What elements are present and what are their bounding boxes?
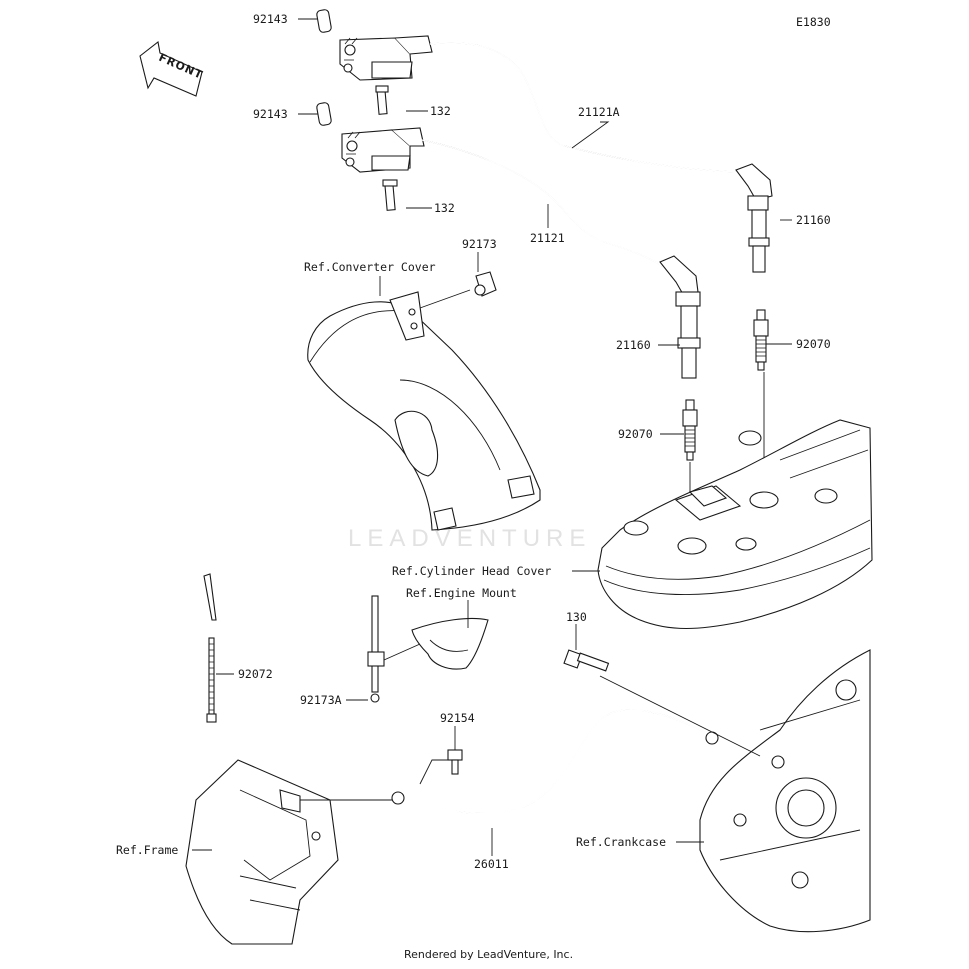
callout-92143-lower: 92143 — [253, 107, 288, 121]
cylinder-head-cover — [597, 419, 873, 629]
callout-92154: 92154 — [440, 711, 475, 725]
spark-plug-right — [753, 309, 769, 371]
callout-21121A: 21121A — [578, 105, 620, 119]
crankcase — [699, 649, 871, 933]
callout-21160-left: 21160 — [616, 338, 651, 352]
callout-92143-upper: 92143 — [253, 12, 288, 26]
grommet-92173 — [474, 271, 497, 297]
ignition-coil-lower — [316, 102, 425, 211]
front-arrow-icon: FRONT — [139, 41, 205, 97]
leader-lines — [192, 18, 792, 856]
callout-92070-left: 92070 — [618, 427, 653, 441]
diagram-code: E1830 — [796, 15, 831, 29]
callout-21160-right: 21160 — [796, 213, 831, 227]
engine-mount — [411, 617, 489, 670]
clamp-92173A — [367, 595, 385, 703]
converter-cover — [307, 291, 541, 531]
ignition-cable-21121 — [421, 139, 663, 267]
bolt-92154 — [447, 749, 463, 775]
callout-converter-cover: Ref.Converter Cover — [304, 260, 436, 274]
cable-tie-92072 — [203, 573, 217, 723]
callout-crankcase: Ref.Crankcase — [576, 835, 666, 849]
spark-plug-left — [682, 399, 698, 461]
callout-132-upper: 132 — [430, 104, 451, 118]
callout-92070-right: 92070 — [796, 337, 831, 351]
callout-cylinder-head-cover: Ref.Cylinder Head Cover — [392, 564, 551, 578]
callout-92173: 92173 — [462, 237, 497, 251]
callout-92173A: 92173A — [300, 693, 342, 707]
footer-credit: Rendered by LeadVenture, Inc. — [404, 948, 573, 961]
callout-21121: 21121 — [530, 231, 565, 245]
callout-130: 130 — [566, 610, 587, 624]
callout-engine-mount: Ref.Engine Mount — [406, 586, 517, 600]
ignition-cable-21121A — [429, 42, 741, 173]
plug-cap-right — [735, 163, 773, 273]
ignition-coil-upper — [316, 9, 433, 115]
frame — [185, 759, 339, 945]
plug-cap-left — [659, 255, 701, 379]
bolt-130 — [563, 649, 610, 672]
callout-frame: Ref.Frame — [116, 843, 178, 857]
ground-cable-26011 — [391, 709, 719, 815]
callout-92072: 92072 — [238, 667, 273, 681]
callout-132-lower: 132 — [434, 201, 455, 215]
watermark-text: LEADVENTURE — [348, 525, 591, 552]
callout-26011: 26011 — [474, 857, 509, 871]
